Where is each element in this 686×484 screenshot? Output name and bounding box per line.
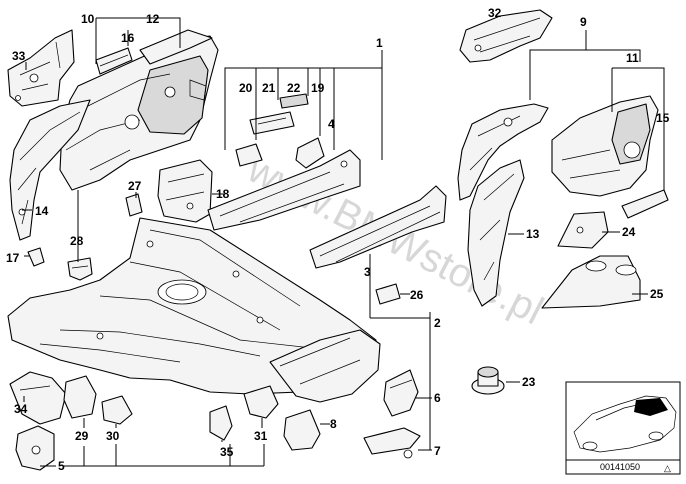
label-14: 14 [35,204,49,218]
part-17 [27,247,45,267]
label-6: 6 [434,391,441,405]
label-26: 26 [410,288,424,302]
part-14 [9,99,91,241]
label-10: 10 [81,12,95,26]
part-30 [101,395,133,425]
label-18: 18 [216,187,230,201]
label-8: 8 [330,417,337,431]
part-31 [243,385,279,419]
cross-member [269,329,381,403]
part-35 [209,405,233,441]
label-16: 16 [121,31,135,45]
part-4 [207,149,361,231]
label-25: 25 [650,287,664,301]
part-11 [551,95,659,197]
label-3: 3 [364,265,371,279]
label-27: 27 [128,179,142,193]
part-6 [383,369,419,417]
part-25 [541,255,641,309]
label-11: 11 [626,51,639,65]
part-23 [471,366,505,395]
label-28: 28 [70,234,84,248]
part-34 [9,371,67,425]
part-27 [125,193,143,217]
label-17: 17 [6,251,20,265]
part-18 [157,159,213,223]
label-15: 15 [656,111,670,125]
label-29: 29 [75,429,89,443]
part-28 [67,257,93,281]
label-32: 32 [488,6,502,20]
part-numbers: 10 12 16 33 14 17 28 27 18 1 20 21 22 19… [6,6,670,473]
part-9 [457,103,549,201]
label-33: 33 [12,49,26,63]
part-3 [309,185,447,269]
label-30: 30 [106,429,120,443]
label-2: 2 [434,316,441,330]
reference-thumbnail: 00141050 △ [565,381,681,475]
leader-lines [22,17,665,467]
part-26 [375,283,401,305]
part-19 [295,137,325,169]
label-22: 22 [287,81,301,95]
label-35: 35 [220,445,234,459]
part-21 [249,111,295,135]
label-4: 4 [328,117,335,131]
part-32 [459,9,553,63]
part-20 [235,143,263,167]
part-16 [95,47,133,75]
part-10 [59,35,219,191]
part-5 [15,425,55,471]
label-19: 19 [311,81,325,95]
label-31: 31 [254,429,268,443]
label-7: 7 [434,444,441,458]
part-24 [557,211,609,249]
part-8 [283,409,321,451]
label-9: 9 [580,15,587,29]
part-13 [467,159,525,307]
label-34: 34 [14,402,28,416]
part-22 [279,93,309,109]
label-24: 24 [622,225,636,239]
label-23: 23 [522,375,536,389]
label-21: 21 [262,81,276,95]
label-1: 1 [376,36,383,50]
part-29 [63,375,97,419]
reference-symbol: △ [664,463,671,473]
floor-pan [7,217,377,395]
label-20: 20 [239,81,253,95]
part-7 [363,427,421,459]
part-15 [621,189,669,219]
label-5: 5 [58,459,65,473]
reference-code: 00141050 [600,462,640,472]
part-33 [7,29,75,107]
label-13: 13 [526,227,540,241]
label-12: 12 [146,12,160,26]
